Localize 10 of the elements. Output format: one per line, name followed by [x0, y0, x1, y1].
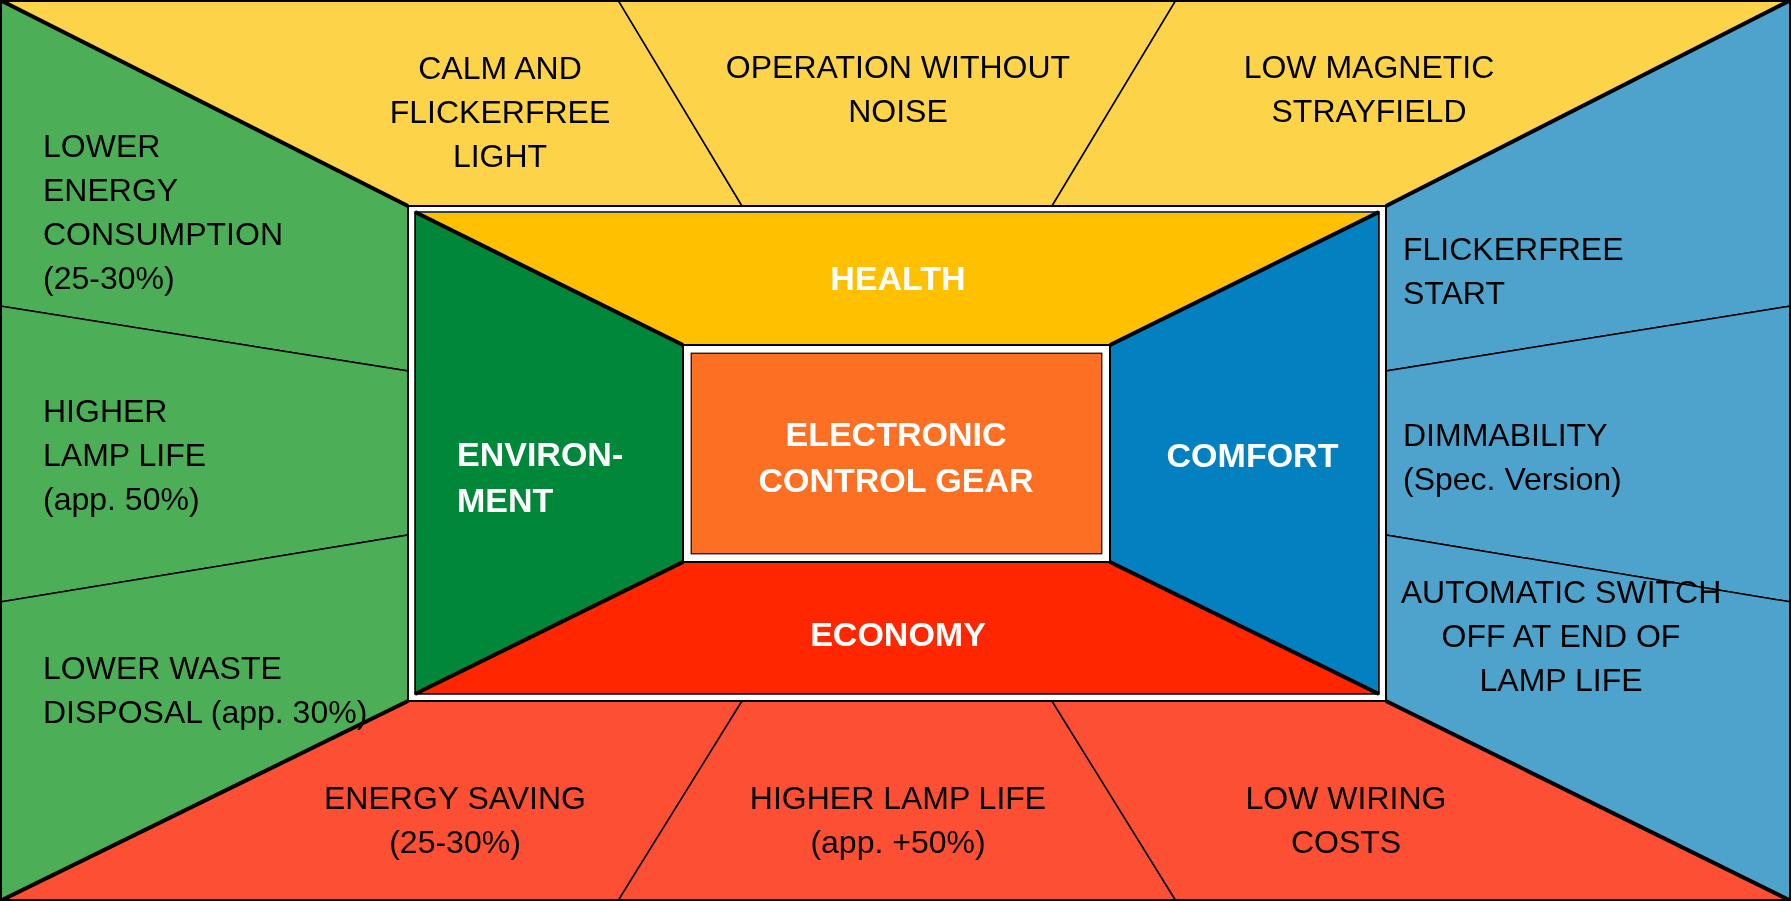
panel-label: ECONOMY	[698, 611, 1098, 657]
panel-label: DIMMABILITY (Spec. Version)	[1403, 413, 1668, 501]
panel-label: FLICKERFREE START	[1403, 227, 1703, 315]
panel-label: ENVIRON-MENT	[457, 431, 657, 523]
panel-label: CALM AND FLICKERFREE LIGHT	[375, 46, 625, 178]
panel-label: HEALTH	[698, 255, 1098, 301]
panel-label: LOWER WASTE DISPOSAL (app. 30%)	[43, 646, 373, 734]
panel-label: COMFORT	[1130, 432, 1375, 478]
panel-label: LOW WIRING COSTS	[1211, 776, 1481, 864]
panel-label: ENERGY SAVING (25-30%)	[305, 776, 605, 864]
